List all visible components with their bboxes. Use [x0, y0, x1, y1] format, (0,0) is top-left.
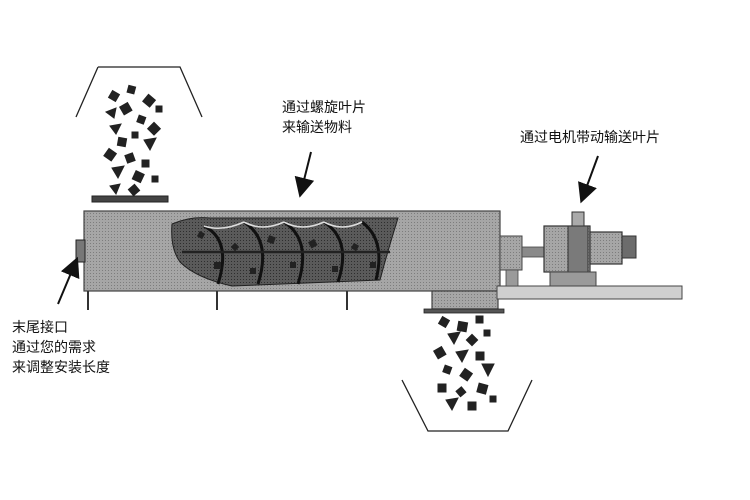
- shaft-coupling: [499, 235, 523, 271]
- discharged-material: [432, 315, 497, 412]
- tail-interface: [75, 239, 86, 263]
- screw-blade-label: 通过螺旋叶片 来输送物料: [282, 98, 366, 138]
- motor-body: [589, 231, 623, 265]
- motor-drive-label: 通过电机带动输送叶片: [520, 128, 660, 148]
- screw-blade-label-line-2: 来输送物料: [282, 120, 352, 136]
- outlet-spout: [431, 290, 499, 310]
- coupling-foot: [505, 269, 519, 287]
- screw-blade-label-line-1: 通过螺旋叶片: [282, 100, 366, 116]
- tail-interface-label-line-2: 通过您的需求: [12, 340, 96, 356]
- drive-shaft: [521, 246, 545, 258]
- inlet-hopper: [75, 66, 203, 118]
- tail-interface-label-line-3: 来调整安装长度: [12, 360, 110, 376]
- reducer-flange-bar: [567, 225, 589, 273]
- tail-interface-arrow: [57, 256, 80, 305]
- screw-blade-arrow: [294, 151, 315, 198]
- inlet-flange: [91, 195, 169, 203]
- motor-fan-cover: [621, 235, 637, 259]
- tail-interface-label: 末尾接口 通过您的需求 来调整安装长度: [12, 318, 110, 378]
- conveyed-material: [196, 230, 376, 274]
- outlet-flange: [423, 308, 505, 314]
- support-legs: [87, 291, 348, 310]
- drive-assembly: [496, 211, 683, 300]
- motor-drive-arrow: [578, 155, 599, 204]
- outlet-hopper: [401, 379, 533, 432]
- drive-base-frame: [496, 285, 683, 300]
- incoming-material: [103, 84, 163, 197]
- motor-mount: [549, 271, 597, 287]
- screw-flights-cutaway: [171, 217, 399, 287]
- tail-interface-label-line-1: 末尾接口: [12, 320, 68, 336]
- motor-drive-label-line-1: 通过电机带动输送叶片: [520, 130, 660, 146]
